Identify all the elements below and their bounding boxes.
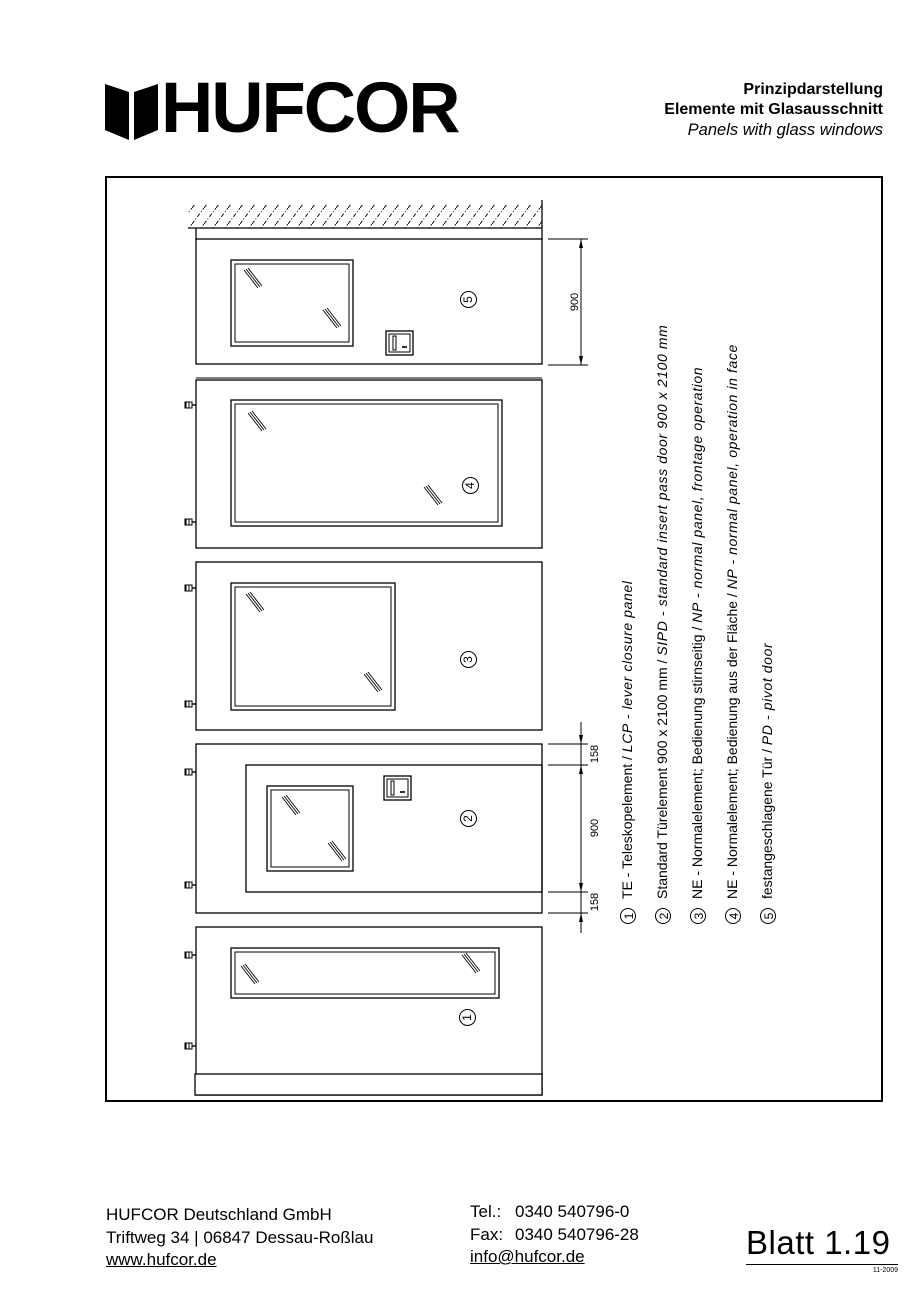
panel-5 bbox=[195, 238, 543, 365]
dim-panel2-door: 900 bbox=[589, 818, 602, 838]
title-block: Prinzipdarstellung Elemente mit Glasauss… bbox=[664, 80, 883, 140]
footer-contact: Tel.: 0340 540796-0 Fax: 0340 540796-28 in… bbox=[470, 1201, 639, 1269]
website-link[interactable]: www.hufcor.de bbox=[106, 1250, 217, 1269]
hufcor-logo: HUFCOR bbox=[105, 70, 461, 148]
panel-number-1: 1 bbox=[459, 1009, 476, 1026]
panel-number-2: 2 bbox=[460, 810, 477, 827]
title-de-1: Prinzipdarstellung bbox=[743, 81, 883, 98]
email-link[interactable]: info@hufcor.de bbox=[470, 1247, 585, 1266]
ceiling-hatch bbox=[188, 200, 543, 240]
title-de-2: Elemente mit Glasausschnitt bbox=[664, 101, 883, 118]
dimension-panel5 bbox=[548, 238, 588, 366]
panel-3 bbox=[184, 561, 543, 731]
logo-book-icon bbox=[105, 84, 158, 140]
panel-1 bbox=[184, 926, 543, 1096]
drawing-frame bbox=[105, 176, 883, 1102]
sheet-date: 11-2009 bbox=[872, 1267, 898, 1274]
legend-item-1: 1TE - Teleskopelement / LCP - lever clos… bbox=[618, 581, 637, 924]
legend-item-5: 5festangeschlagene Tür / PD - pivot door bbox=[758, 643, 777, 924]
dim-panel2-bottom: 158 bbox=[589, 892, 602, 912]
fax-label: Fax: bbox=[470, 1224, 504, 1244]
street-address: Triftweg 34 | 06847 Dessau-Roßlau bbox=[106, 1227, 374, 1247]
panel-number-5: 5 bbox=[460, 291, 477, 308]
tel-number: 0340 540796-0 bbox=[515, 1202, 630, 1221]
panel-number-4: 4 bbox=[462, 477, 479, 494]
tel-label: Tel.: bbox=[470, 1202, 502, 1221]
panel-number-3: 3 bbox=[460, 651, 477, 668]
fax-number: 0340 540796-28 bbox=[515, 1224, 639, 1244]
logo-wordmark: HUFCOR bbox=[161, 69, 461, 148]
footer-address: HUFCOR Deutschland GmbH Triftweg 34 | 06… bbox=[106, 1204, 373, 1272]
legend-item-4: 4NE - Normalelement; Bedienung aus der F… bbox=[723, 344, 742, 924]
legend-item-2: 2Standard Türelement 900 x 2100 mm / SIP… bbox=[653, 325, 672, 924]
panel-4 bbox=[184, 379, 543, 549]
dim-panel2-top: 158 bbox=[589, 744, 602, 764]
panel-2 bbox=[184, 743, 543, 914]
dim-panel5-height: 900 bbox=[569, 292, 582, 312]
company-name: HUFCOR Deutschland GmbH bbox=[106, 1205, 332, 1224]
sheet-rule bbox=[746, 1264, 898, 1265]
title-en: Panels with glass windows bbox=[687, 121, 883, 139]
sheet-number: Blatt 1.19 bbox=[746, 1224, 891, 1261]
dimension-panel2 bbox=[548, 722, 588, 933]
legend-item-3: 3NE - Normalelement; Bedienung stirnseit… bbox=[688, 367, 707, 924]
